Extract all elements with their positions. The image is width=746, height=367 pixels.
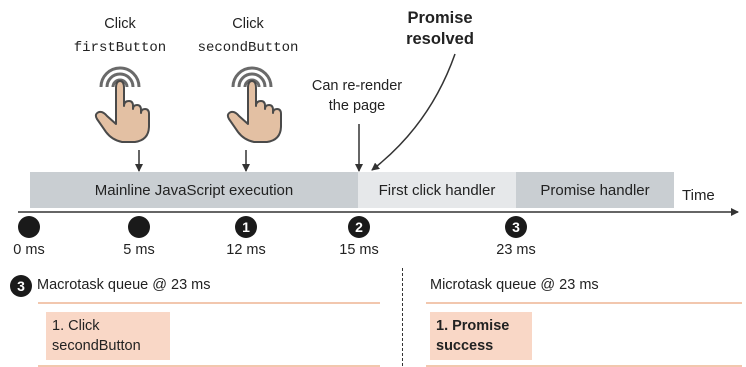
promise-note-line2: resolved <box>406 30 474 48</box>
tick-marker-0ms <box>18 216 40 238</box>
tick-label-5ms: 5 ms <box>123 242 155 258</box>
segment-mainline-label: Mainline JavaScript execution <box>94 181 294 199</box>
tick-marker-12ms: 1 <box>235 216 257 238</box>
macrotask-queue-top-rule <box>38 302 380 304</box>
microtask-queue-item: 1. Promise success <box>430 312 532 360</box>
segment-mainline: Mainline JavaScript execution <box>30 172 358 208</box>
rerender-note-line1: Can re-render <box>311 78 403 94</box>
microtask-item-line2: success <box>436 338 494 354</box>
first-button-label: firstButton <box>73 40 167 56</box>
click-caption-second: Click <box>232 16 264 32</box>
tick-label-15ms: 15 ms <box>339 242 379 258</box>
macrotask-queue-title: Macrotask queue @ 23 ms <box>37 277 211 293</box>
tick-label-23ms: 23 ms <box>496 242 536 258</box>
promise-resolved-arrow <box>371 53 456 171</box>
pointing-hand-icon <box>94 66 150 143</box>
promise-note-line1: Promise <box>407 9 473 27</box>
queue-divider <box>402 268 403 366</box>
macrotask-item-line2: secondButton <box>52 338 141 354</box>
tick-marker-5ms <box>128 216 150 238</box>
segment-promise-handler: Promise handler <box>516 172 674 208</box>
time-axis-label: Time <box>682 187 715 204</box>
tick-label-12ms: 12 ms <box>226 242 266 258</box>
promise-resolved-note: Promise resolved <box>390 8 490 50</box>
segment-first-click-handler: First click handler <box>358 172 516 208</box>
microtask-queue-title: Microtask queue @ 23 ms <box>430 277 599 293</box>
click-caption-first: Click <box>104 16 136 32</box>
rerender-note-line2: the page <box>328 98 386 114</box>
macrotask-queue-marker: 3 <box>10 275 32 297</box>
second-button-label: secondButton <box>197 40 299 56</box>
segment-promise-label: Promise handler <box>540 181 650 199</box>
microtask-item-line1: 1. Promise <box>436 318 510 334</box>
microtask-queue-top-rule <box>426 302 742 304</box>
tick-marker-15ms: 2 <box>348 216 370 238</box>
macrotask-item-line1: 1. Click <box>52 318 100 334</box>
macrotask-queue-item: 1. Click secondButton <box>46 312 170 360</box>
tick-marker-23ms: 3 <box>505 216 527 238</box>
tick-label-0ms: 0 ms <box>13 242 45 258</box>
pointing-hand-icon <box>226 66 282 143</box>
segment-first-click-label: First click handler <box>378 181 496 199</box>
rerender-note: Can re-render the page <box>292 76 422 116</box>
